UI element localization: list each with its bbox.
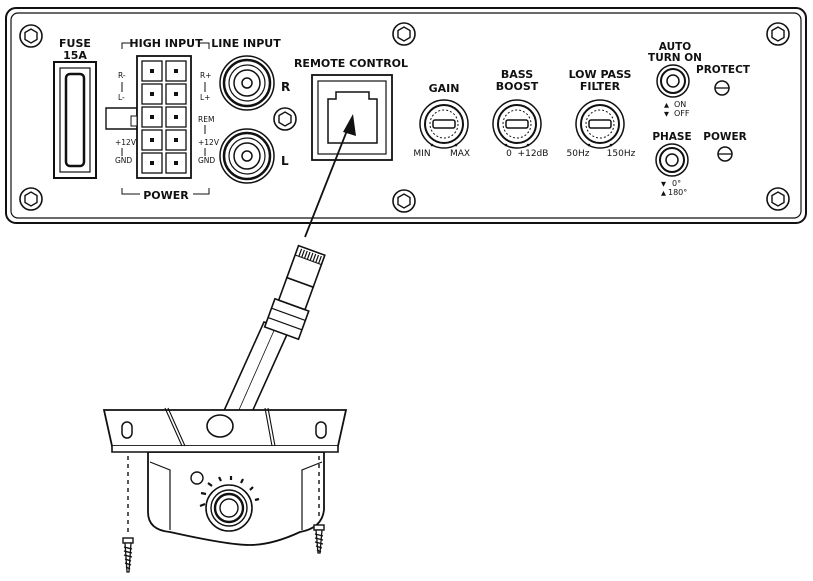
switch-down-icon: ▼ [664,110,669,118]
protect-title: PROTECT [696,64,751,76]
pin-label-r-minus: R- [118,71,126,80]
gain-max-label: MAX [450,149,470,159]
mounting-slot-right [315,421,327,439]
phase-title: PHASE [652,131,691,143]
pin-label-12v-right: +12V [198,138,220,147]
rca-jack-right[interactable] [219,55,275,111]
mounting-screw-icon [122,537,134,573]
low-pass-min-label: 50Hz [567,149,590,159]
low-pass-max-label: 150Hz [607,149,636,159]
bass-boost-title-1: BASS [501,68,533,81]
power-bracket [121,188,210,195]
high-input-title: HIGH INPUT [129,37,203,50]
rca-jack-left[interactable] [219,128,275,184]
amplifier-panel: FUSE 15A HIGH INPUT POWER [5,7,807,224]
auto-turn-on-title-1: AUTO [659,41,691,53]
switch-up-icon: ▲ [664,101,669,109]
gain-knob[interactable] [419,99,469,149]
connection-arrow [304,114,356,238]
high-input-connector[interactable] [105,55,192,179]
remote-led-icon [190,471,204,485]
corner-screw-icon [766,22,790,46]
auto-off-label: OFF [674,109,690,118]
fuse-title: FUSE [59,37,91,50]
bass-boost-max-label: +12dB [518,149,549,159]
pin-label-12v-left: +12V [115,138,137,147]
pin-label-r-plus: R+ [200,71,212,80]
bass-boost-knob[interactable] [492,99,542,149]
pin-label-gnd-right: GND [198,156,215,165]
protect-led-icon [714,80,730,96]
remote-scale-ticks [199,476,260,508]
corner-screw-icon [392,22,416,46]
phase-up-icon: ▲ [661,189,666,197]
remote-volume-knob[interactable] [205,484,253,532]
corner-screw-icon [392,189,416,213]
rj-plug-icon [263,244,326,341]
high-input-bracket [121,42,210,49]
mid-screw-icon [273,107,297,131]
bass-boost-title-2: BOOST [496,80,539,93]
pin-label-gnd-left: GND [115,156,132,165]
auto-on-label: ON [674,100,686,109]
phase-down-icon: ▼ [661,180,666,188]
corner-screw-icon [19,24,43,48]
bass-boost-min-label: 0 [506,149,512,159]
power-title: POWER [143,189,189,202]
low-pass-title-1: LOW PASS [569,68,632,81]
line-input-l-label: L [281,154,289,168]
auto-turn-on-switch[interactable] [656,64,690,98]
power-led-title: POWER [703,131,746,143]
phase-0-label: 0° [672,179,681,188]
fuse-rating: 15A [63,49,87,62]
low-pass-filter-knob[interactable] [575,99,625,149]
pin-label-rem: REM [198,115,214,124]
gain-title: GAIN [429,82,460,95]
gain-min-label: MIN [413,149,430,159]
mounting-screw-icon [313,524,325,554]
phase-switch[interactable] [655,143,689,177]
mounting-slot-left [121,421,133,439]
corner-screw-icon [766,187,790,211]
pin-label-l-minus: L- [118,93,125,102]
pin-label-l-plus: L+ [200,93,210,102]
auto-turn-on-title-2: TURN ON [648,52,702,64]
corner-screw-icon [19,187,43,211]
phase-180-label: 180° [668,188,687,197]
fuse-holder[interactable] [53,61,97,179]
low-pass-title-2: FILTER [580,80,621,93]
line-input-title: LINE INPUT [211,37,281,50]
power-led-icon [717,146,733,162]
remote-control-title: REMOTE CONTROL [294,57,408,70]
line-input-r-label: R [281,80,290,94]
